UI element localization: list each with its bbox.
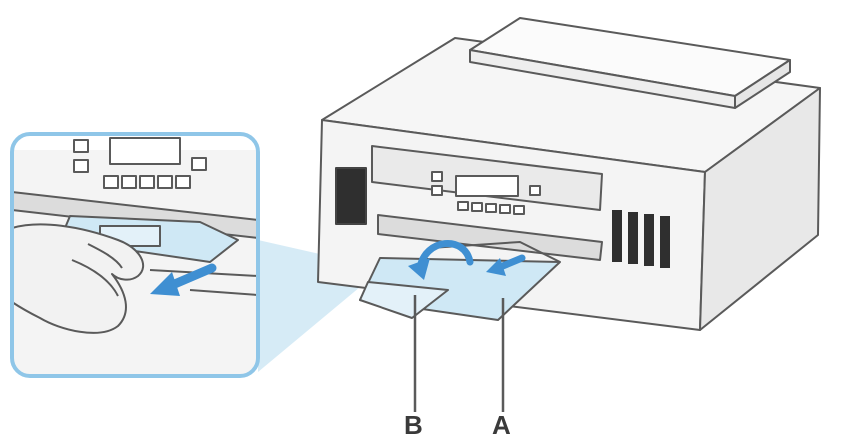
output-tray — [359, 241, 561, 321]
inset-pull-arrow-icon — [150, 263, 217, 296]
pull-arrow-icon — [486, 254, 526, 276]
hand — [12, 223, 145, 334]
tray-b-extension — [359, 281, 449, 319]
rotate-arrow-head — [408, 258, 430, 280]
side-ink-window — [335, 167, 367, 225]
label-b: B — [404, 410, 423, 440]
panel-buttons — [431, 171, 541, 215]
inset-display — [109, 137, 181, 165]
zoom-frame — [10, 132, 260, 378]
rotate-arrow-icon — [416, 240, 474, 272]
output-slot — [377, 214, 603, 261]
inset-panel-buttons — [73, 139, 207, 189]
zoom-inset — [10, 132, 260, 378]
ink-tank-window — [612, 210, 670, 268]
label-a: A — [492, 410, 511, 440]
printer — [317, 17, 821, 331]
panel-display — [455, 175, 519, 197]
printer-side — [699, 87, 821, 331]
